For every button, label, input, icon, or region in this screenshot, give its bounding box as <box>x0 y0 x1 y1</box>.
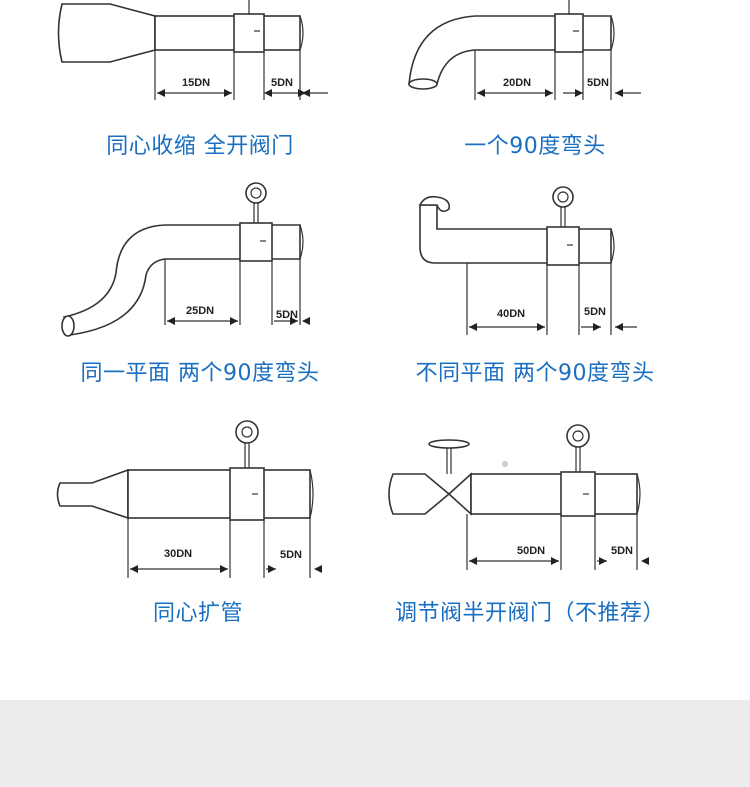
diagram-caption: 一个90度弯头 <box>464 134 606 159</box>
diagram-single-elbow: 20DN 5DN 一个90度弯头 <box>375 0 750 170</box>
same-plane-elbows-drawing: 25DN 5DN <box>61 182 310 337</box>
diagram-concentric-reducer: 15DN 5DN 同心收缩 全开阀门 <box>0 0 375 170</box>
reducer-pipe-drawing: 15DN 5DN <box>57 0 328 100</box>
upstream-length-label: 30DN <box>164 548 192 560</box>
diagram-concentric-expander: 30DN 5DN 同心扩管 <box>0 410 375 630</box>
diagram-caption: 同一平面 两个90度弯头 <box>80 361 320 386</box>
footer-band <box>0 700 750 787</box>
diagram-two-elbows-same-plane: 25DN 5DN 同一平面 两个90度弯头 <box>0 175 375 390</box>
diagram-caption: 调节阀半开阀门（不推荐） <box>394 601 666 626</box>
upstream-length-label: 50DN <box>517 545 545 557</box>
downstream-length-label: 5DN <box>611 545 633 557</box>
different-plane-elbows-drawing: 40DN 5DN <box>418 186 637 335</box>
downstream-length-label: 5DN <box>280 549 302 561</box>
expander-pipe-drawing: 30DN 5DN <box>56 420 322 578</box>
downstream-length-label: 5DN <box>276 309 298 321</box>
diagram-control-valve-half-open: 50DN 5DN 调节阀半开阀门（不推荐） <box>375 410 750 630</box>
elbow-pipe-drawing: 20DN 5DN <box>408 0 641 100</box>
diagram-caption: 同心收缩 全开阀门 <box>106 134 294 159</box>
downstream-length-label: 5DN <box>584 306 606 318</box>
diagram-caption: 不同平面 两个90度弯头 <box>415 361 655 386</box>
valve-pipe-drawing: 50DN 5DN <box>388 424 649 570</box>
downstream-length-label: 5DN <box>587 77 609 89</box>
diagram-caption: 同心扩管 <box>152 601 244 626</box>
downstream-length-label: 5DN <box>271 77 293 89</box>
upstream-length-label: 40DN <box>497 308 525 320</box>
upstream-length-label: 15DN <box>182 77 210 89</box>
upstream-length-label: 20DN <box>503 77 531 89</box>
upstream-length-label: 25DN <box>186 305 214 317</box>
diagram-two-elbows-different-planes: 40DN 5DN 不同平面 两个90度弯头 <box>375 175 750 390</box>
